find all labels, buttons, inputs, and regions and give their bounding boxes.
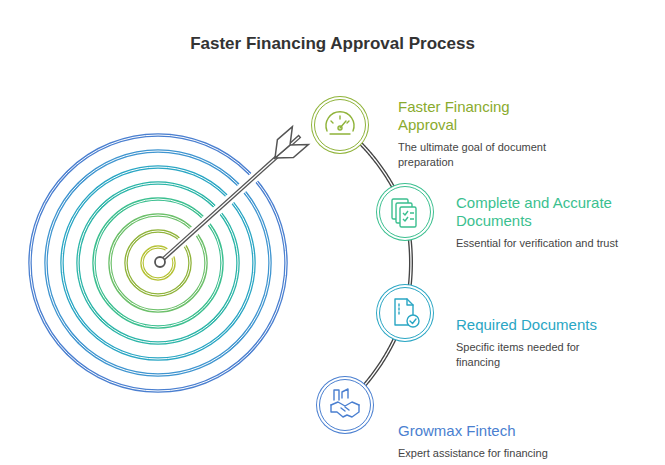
title-text: Faster Financing Approval Process [0, 34, 665, 54]
connector-line [360, 143, 394, 188]
step-circle: Faster Financing ApprovalThe ultimate go… [314, 99, 366, 151]
step-heading: Faster Financing Approval [398, 98, 563, 134]
target-ring [30, 135, 286, 391]
ring-inner-line [30, 135, 286, 391]
step-description: Essential for verification and trust [456, 236, 626, 251]
arrow-tip [155, 257, 165, 267]
step-description: Specific items needed for financing [456, 340, 626, 370]
step-text: Required DocumentsSpecific items needed … [456, 316, 626, 370]
connector-line [410, 238, 411, 287]
ring-inner-line [46, 151, 270, 375]
arrow-feather [275, 127, 292, 158]
arc-connector [410, 238, 411, 287]
arc-connector [360, 143, 394, 188]
step-circle: Complete and Accurate DocumentsEssential… [379, 186, 431, 238]
arc-connector [364, 338, 396, 387]
step-heading: Growmax Fintech [398, 422, 608, 440]
ring-inner-line [62, 167, 254, 359]
target-ring [62, 167, 254, 359]
connector-inner-line [360, 143, 394, 188]
step-description: The ultimate goal of document preparatio… [398, 140, 563, 170]
diagram-title: Faster Financing Approval Process [0, 34, 665, 54]
target-rings [30, 135, 286, 391]
step-heading: Complete and Accurate Documents [456, 194, 626, 230]
connector-inner-line [364, 338, 396, 387]
step-heading: Required Documents [456, 316, 626, 334]
connector-inner-line [410, 238, 411, 287]
target-ring [46, 151, 270, 375]
connector-line [364, 338, 396, 387]
step-circle: Required DocumentsSpecific items needed … [379, 287, 431, 339]
step-circle: Growmax FintechExpert assistance for fin… [319, 379, 371, 431]
arrow [155, 127, 308, 267]
step-text: Complete and Accurate DocumentsEssential… [456, 194, 626, 251]
step-text: Faster Financing ApprovalThe ultimate go… [398, 98, 563, 170]
step-text: Growmax FintechExpert assistance for fin… [398, 422, 608, 461]
step-description: Expert assistance for financing [398, 446, 608, 461]
